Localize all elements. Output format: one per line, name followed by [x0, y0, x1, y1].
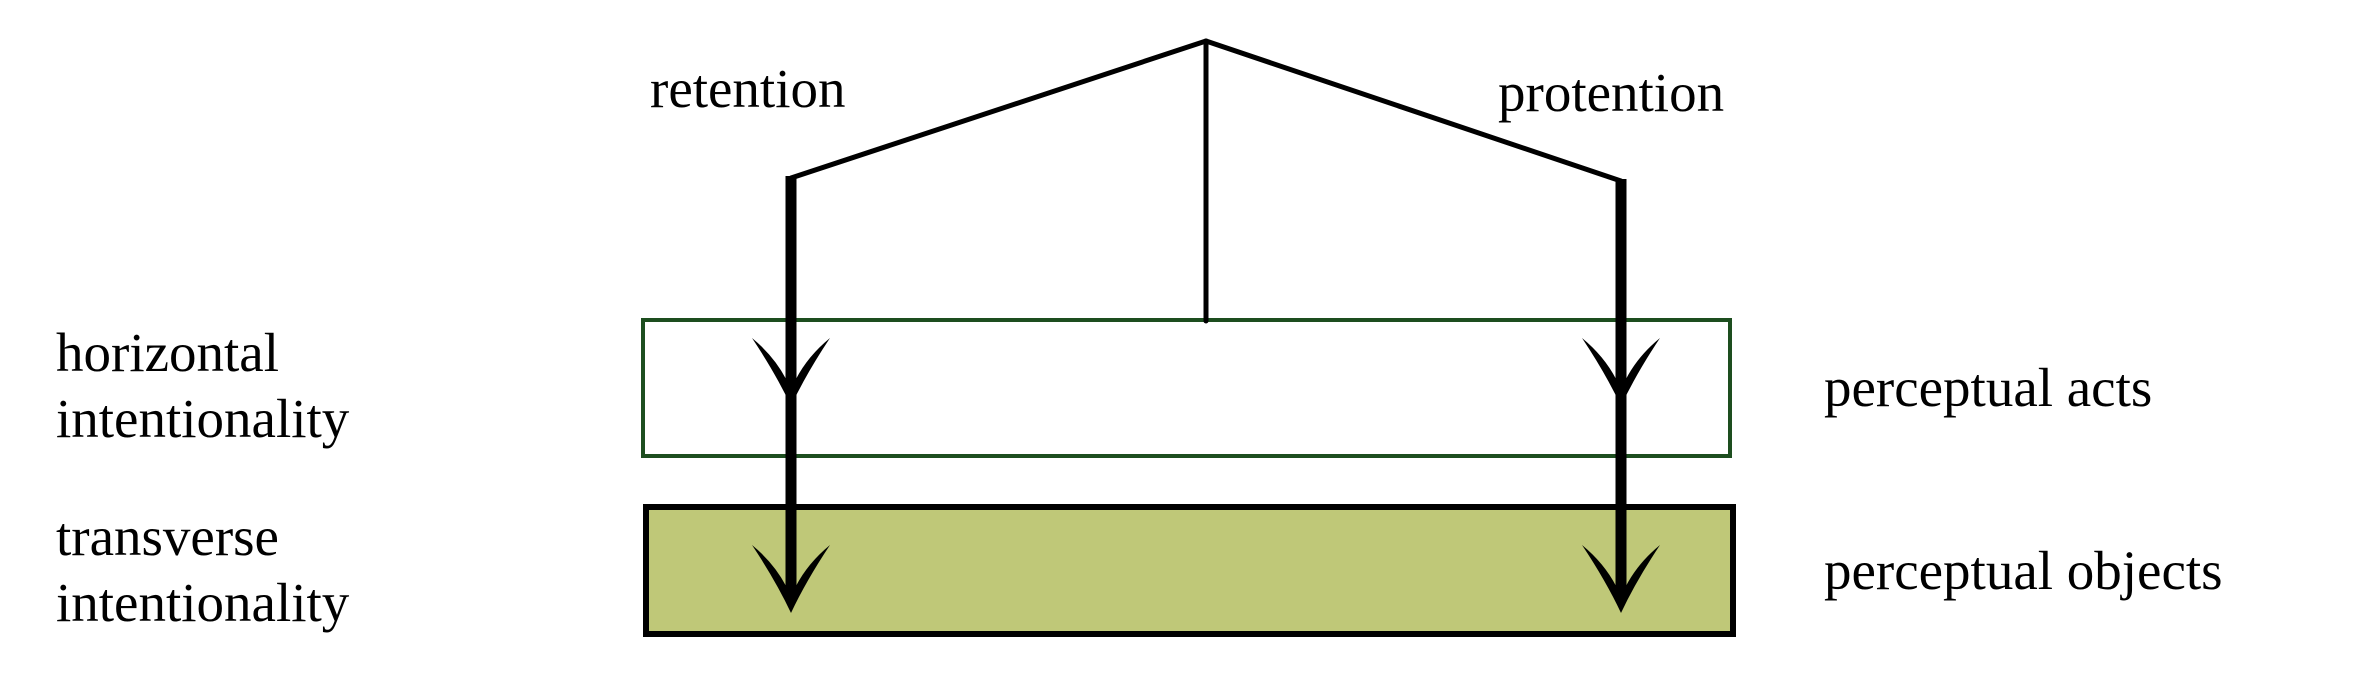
right-lower-arrowhead-icon — [1582, 545, 1660, 613]
right-upper-arrowhead-icon — [1582, 338, 1660, 406]
perceptual-objects-label: perceptual objects — [1824, 540, 2223, 601]
retention-diagonal-line — [788, 38, 1209, 181]
horizontal-intentionality-label: horizontal intentionality — [56, 320, 349, 452]
protention-label: protention — [1498, 62, 1725, 123]
perceptual-acts-box — [641, 318, 1732, 458]
transverse-intentionality-line2: intentionality — [56, 572, 350, 633]
perceptual-acts-label: perceptual acts — [1824, 357, 2153, 418]
protention-diagonal-line — [1203, 38, 1624, 184]
left-lower-arrowhead-icon — [752, 545, 830, 613]
horizontal-intentionality-line2: intentionality — [56, 388, 350, 449]
perceptual-objects-box — [643, 504, 1736, 637]
horizontal-intentionality-line1: horizontal — [56, 322, 279, 383]
transverse-intentionality-line1: transverse — [56, 506, 279, 567]
transverse-intentionality-label: transverse intentionality — [56, 504, 349, 636]
retention-label: retention — [650, 58, 846, 119]
left-upper-arrowhead-icon — [752, 338, 830, 406]
